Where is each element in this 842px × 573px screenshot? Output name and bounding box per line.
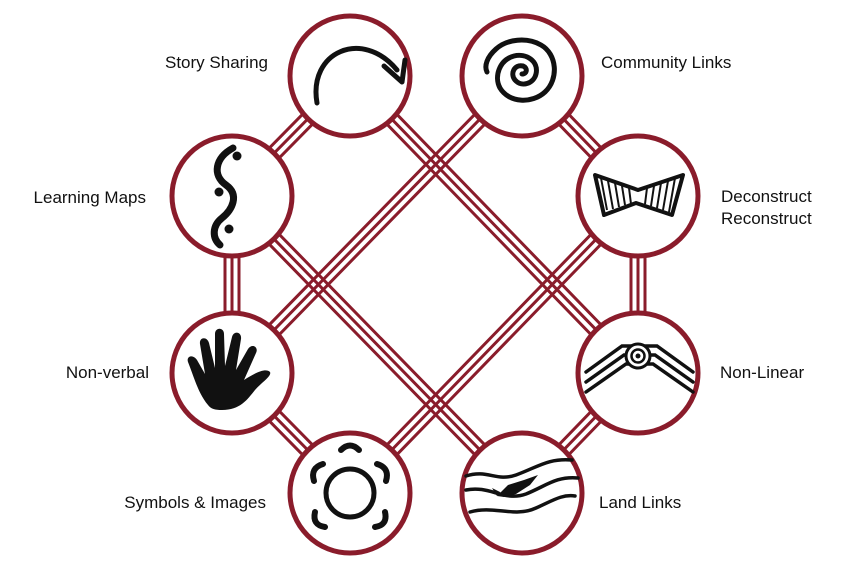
connector-line — [343, 79, 635, 379]
label-non-linear: Non-Linear — [720, 363, 805, 382]
node-story-sharing — [287, 13, 413, 139]
connector-line — [348, 194, 640, 495]
connector-line — [353, 199, 645, 499]
node-non-verbal — [169, 310, 295, 436]
wavy-path-dots-icon — [210, 144, 242, 249]
label-learning-maps: Learning Maps — [33, 188, 146, 207]
connector-line — [348, 74, 640, 375]
connector-line — [235, 79, 529, 379]
node-deconstruct-reconstruct — [575, 133, 701, 259]
connector-line — [353, 70, 645, 370]
label-story-sharing: Story Sharing — [165, 53, 268, 72]
node-land-links — [459, 430, 585, 556]
connector-line — [225, 70, 519, 370]
spiral-icon — [483, 37, 557, 103]
label-community-links: Community Links — [601, 53, 732, 72]
connector-line — [235, 190, 529, 490]
node-non-linear — [575, 310, 701, 436]
connector-line — [343, 190, 635, 490]
label-land-links: Land Links — [599, 493, 682, 512]
hand-icon — [187, 328, 271, 410]
connector-line — [230, 194, 524, 495]
label-line-reconstruct: Reconstruct — [721, 209, 812, 228]
node-symbols-images — [287, 430, 413, 556]
label-line-deconstruct: Deconstruct — [721, 187, 812, 206]
bowtie-icon — [593, 173, 685, 217]
circle-with-u-shapes-icon — [310, 442, 390, 530]
river-landscape-icon — [464, 457, 580, 514]
label-deconstruct-reconstruct: Deconstruct Reconstruct — [721, 186, 812, 230]
connector-line — [230, 74, 524, 375]
connector-lines — [223, 70, 647, 499]
label-symbols-images: Symbols & Images — [124, 493, 266, 512]
node-learning-maps — [169, 133, 295, 259]
connector-line — [225, 199, 519, 499]
curved-arrow-icon — [313, 46, 408, 106]
label-non-verbal: Non-verbal — [65, 363, 149, 382]
node-community-links — [459, 13, 585, 139]
concentric-circles-lines-icon — [584, 342, 695, 394]
